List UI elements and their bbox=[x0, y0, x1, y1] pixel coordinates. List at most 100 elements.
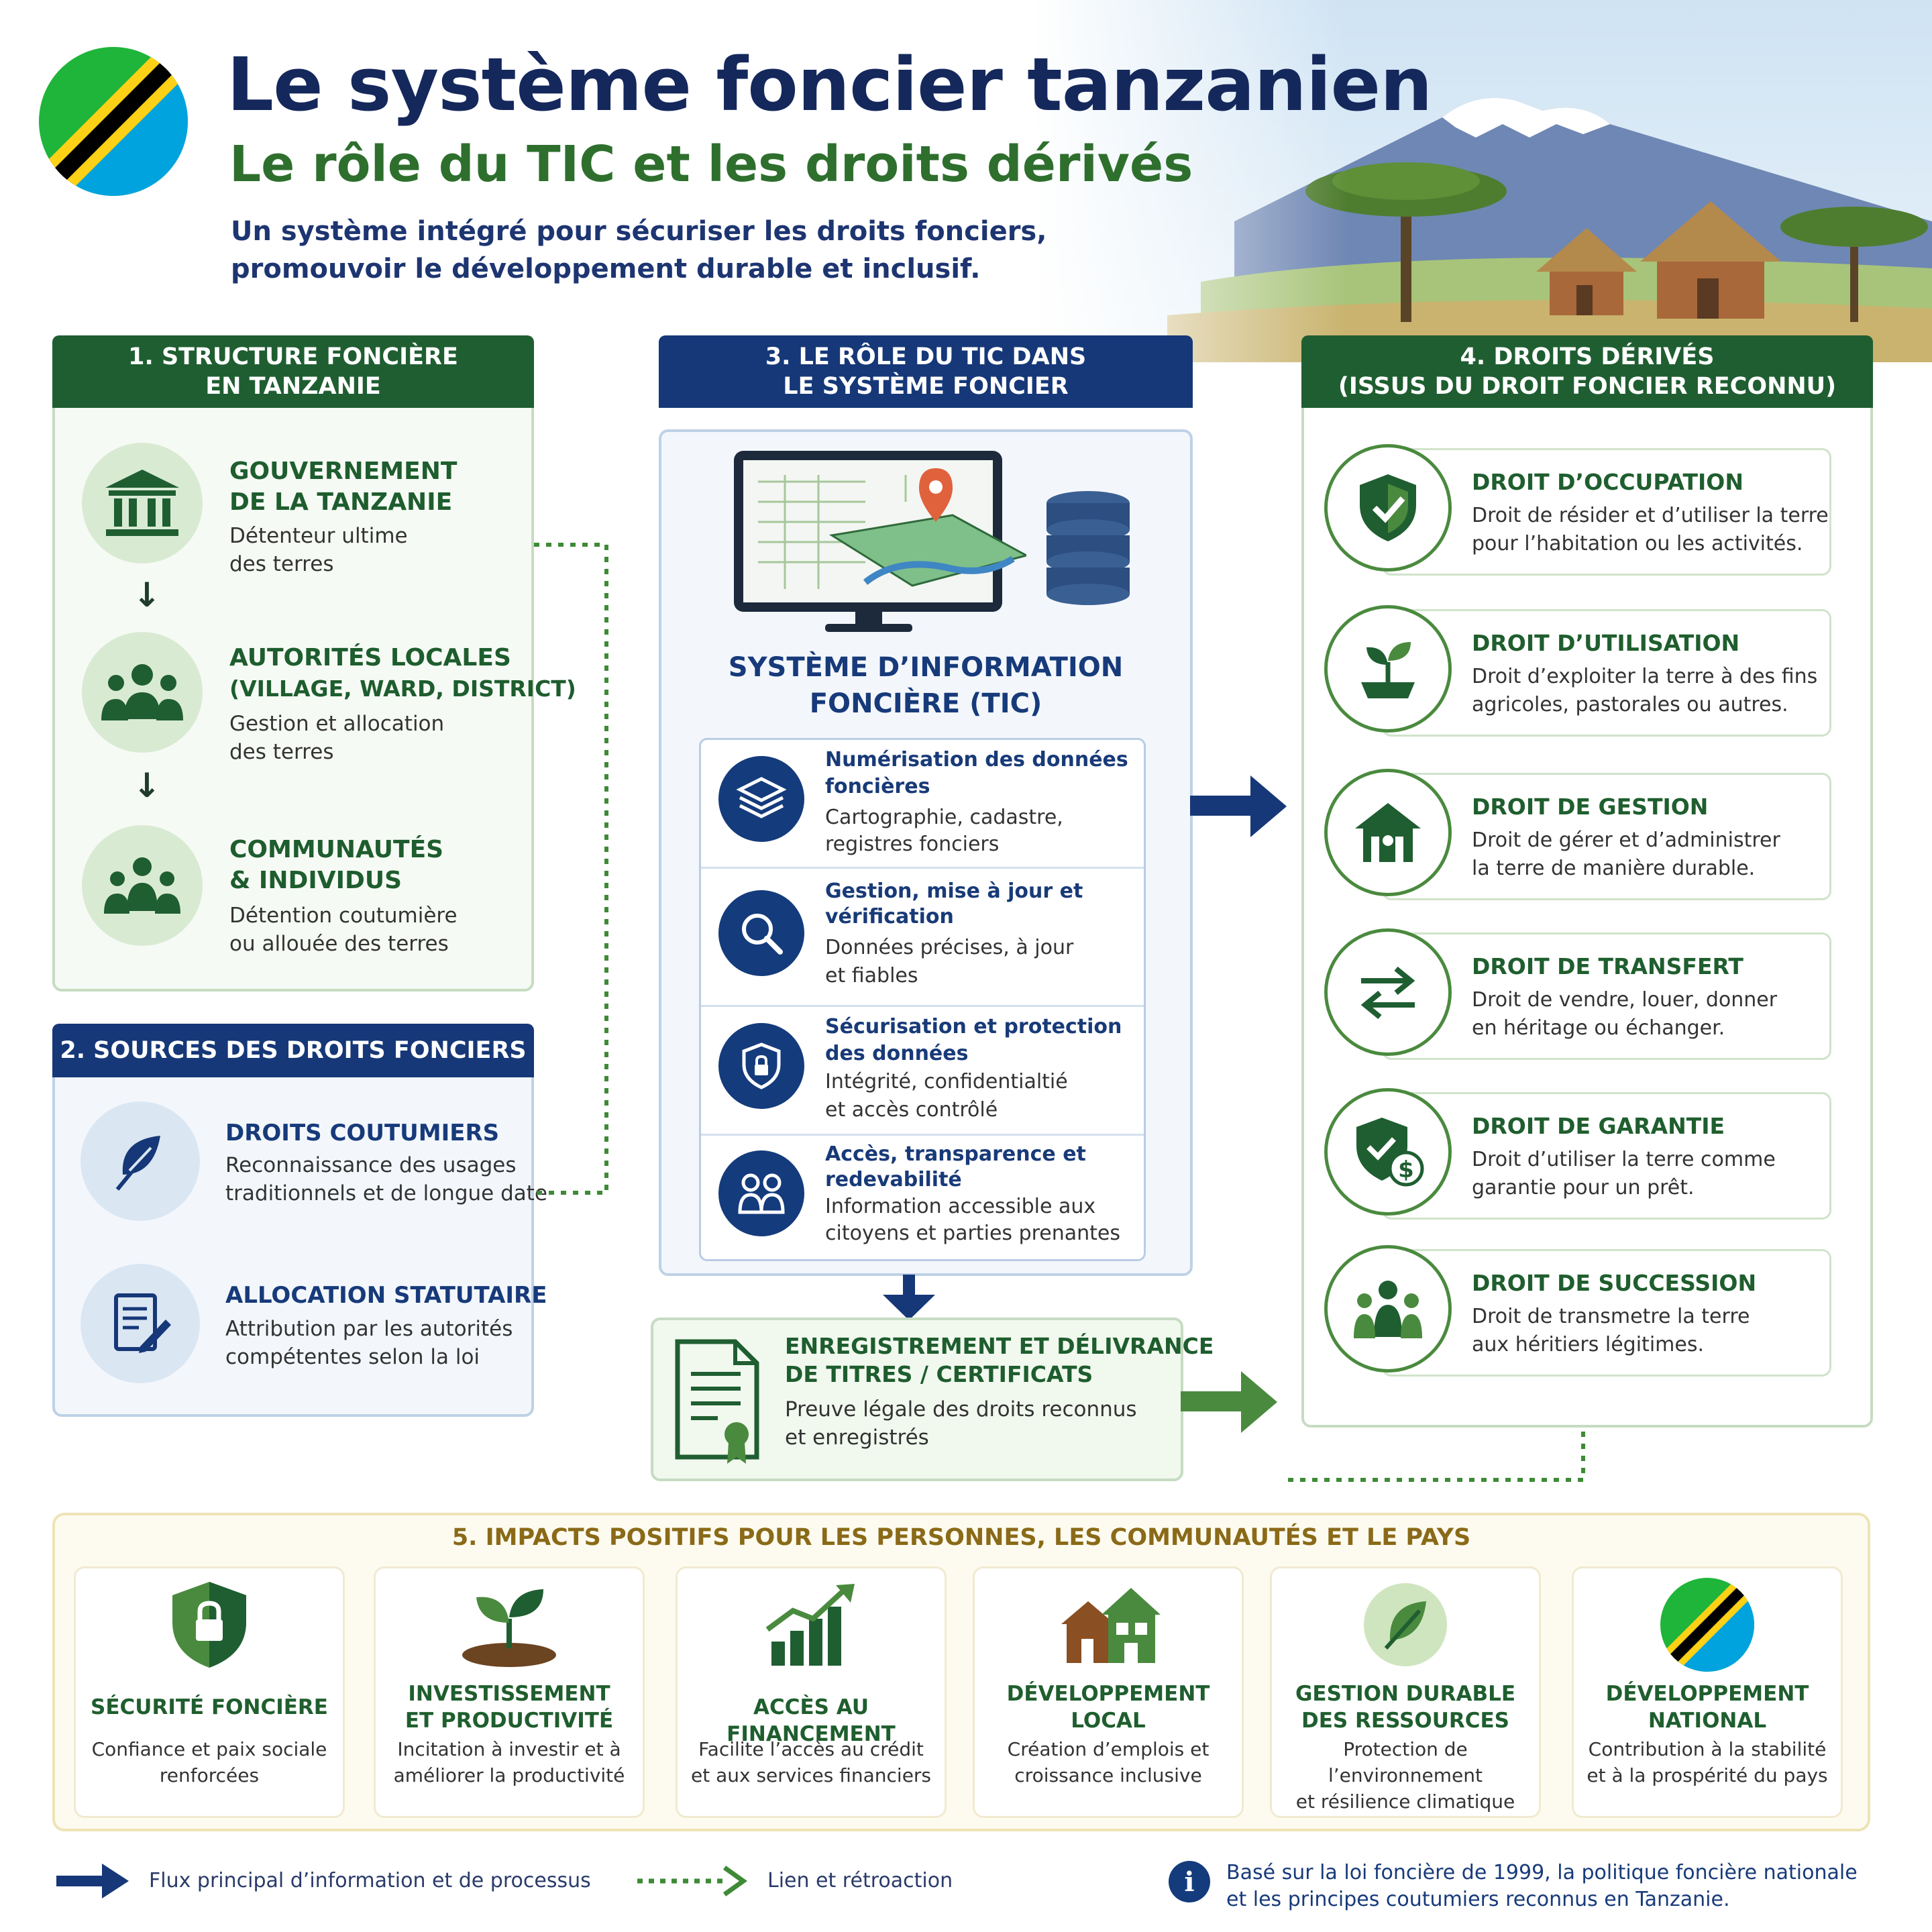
impact-body: Création d’emplois et croissance inclusiv… bbox=[973, 1736, 1244, 1788]
right-title: DROIT DE TRANSFERT bbox=[1472, 953, 1743, 979]
section-4-heading-line-1: 4. DROITS DÉRIVÉS bbox=[1460, 343, 1715, 370]
impact-body-line-1: Protection de l’environnement bbox=[1328, 1738, 1483, 1786]
structure-item-1-title-2: DE LA TANZANIE bbox=[229, 488, 453, 516]
list-item: Numérisation des données foncières Carto… bbox=[701, 740, 1144, 869]
section-1-heading: 1. STRUCTURE FONCIÈRE EN TANZANIE bbox=[52, 335, 534, 408]
tic-system-title-line-1: SYSTÈME D’INFORMATION bbox=[728, 652, 1124, 683]
growth-chart-icon bbox=[676, 1578, 947, 1672]
registration-title-2: DE TITRES / CERTIFICATS bbox=[785, 1361, 1093, 1387]
section-5-heading: 5. IMPACTS POSITIFS POUR LES PERSONNES, … bbox=[451, 1524, 1471, 1551]
impact-card bbox=[676, 1566, 947, 1818]
tic-row-2-body-1: Données précises, à jour bbox=[825, 936, 1074, 959]
list-item: Sécurisation et protection des données I… bbox=[701, 1007, 1144, 1136]
impact-body-line-1: Création d’emplois et bbox=[1007, 1738, 1210, 1760]
impact-body-line-2: et à la prospérité du pays bbox=[1587, 1764, 1828, 1786]
impact-body-line-1: Incitation à investir et à bbox=[397, 1738, 621, 1760]
tic-system-title-line-2: FONCIÈRE (TIC) bbox=[809, 688, 1042, 719]
section-4-heading-line-2: (ISSUS DU DROIT FONCIER RECONNU) bbox=[1338, 373, 1837, 400]
local-authorities-icon bbox=[82, 632, 203, 753]
right-body-1: Droit de vendre, louer, donner bbox=[1472, 988, 1778, 1012]
right-body-1: Droit d’utiliser la terre comme bbox=[1472, 1148, 1776, 1171]
impact-title-line-1: DÉVELOPPEMENT bbox=[1006, 1682, 1210, 1706]
section-2-heading: 2. SOURCES DES DROITS FONCIERS bbox=[52, 1024, 534, 1077]
transfer-arrows-icon bbox=[1324, 928, 1452, 1056]
tic-row-3-title-2: des données bbox=[825, 1042, 969, 1065]
impact-body-line-1: Confiance et paix sociale bbox=[91, 1738, 327, 1760]
government-building-icon bbox=[82, 443, 203, 564]
impact-body-line-1: Facilite l’accès au crédit bbox=[698, 1738, 924, 1760]
tanzania-flag-icon bbox=[39, 47, 188, 196]
impact-title-line-2: ET PRODUCTIVITÉ bbox=[405, 1709, 614, 1733]
right-body-2: la terre de manière durable. bbox=[1472, 857, 1756, 880]
flow-arrow-right-registration bbox=[1181, 1371, 1277, 1433]
tic-row-3-body-1: Intégrité, confidentialtié bbox=[825, 1070, 1068, 1093]
right-card bbox=[1382, 773, 1831, 900]
security-shield-icon bbox=[74, 1578, 345, 1672]
structure-item-2-title-2: (VILLAGE, WARD, DISTRICT) bbox=[229, 676, 576, 702]
impact-title: ACCÈS AU FINANCEMENT bbox=[676, 1694, 947, 1748]
communities-icon bbox=[82, 825, 203, 946]
section-4-heading: 4. DROITS DÉRIVÉS (ISSUS DU DROIT FONCIE… bbox=[1301, 335, 1873, 408]
right-title: DROIT DE GESTION bbox=[1472, 794, 1709, 820]
right-body-2: aux héritiers légitimes. bbox=[1472, 1333, 1704, 1356]
section-1-heading-line-2: EN TANZANIE bbox=[205, 373, 381, 400]
feedback-dotted-link-rights bbox=[1288, 1432, 1585, 1482]
leaf-icon bbox=[80, 1102, 200, 1221]
svg-text:$: $ bbox=[1398, 1157, 1414, 1183]
right-card bbox=[1382, 1092, 1831, 1220]
source-2-body-1: Attribution par les autorités bbox=[225, 1317, 513, 1341]
info-icon: i bbox=[1169, 1861, 1210, 1902]
impact-card bbox=[973, 1566, 1244, 1818]
shield-dollar-icon: $ bbox=[1324, 1088, 1452, 1216]
family-icon bbox=[1324, 1245, 1452, 1373]
tic-function-list: Numérisation des données foncières Carto… bbox=[699, 738, 1146, 1261]
source-2-title: ALLOCATION STATUTAIRE bbox=[225, 1282, 547, 1309]
people-icon bbox=[718, 1150, 804, 1236]
flow-arrow-right-main bbox=[1190, 775, 1287, 837]
impact-body-line-2: renforcées bbox=[159, 1764, 260, 1786]
impact-title-line-2: NATIONAL bbox=[1648, 1709, 1767, 1733]
right-body-1: Droit de gérer et d’administrer bbox=[1472, 828, 1780, 852]
certificate-icon bbox=[675, 1339, 759, 1464]
computer-map-icon bbox=[734, 451, 1026, 632]
registration-title-1: ENREGISTREMENT ET DÉLIVRANCE bbox=[785, 1333, 1214, 1359]
page-title: Le système foncier tanzanien bbox=[227, 42, 1432, 127]
leaf-circle-icon bbox=[1270, 1578, 1541, 1672]
shield-lock-icon bbox=[718, 1023, 804, 1109]
section-1-heading-line-1: 1. STRUCTURE FONCIÈRE bbox=[128, 343, 458, 370]
house-management-icon bbox=[1324, 769, 1452, 896]
structure-item-2-body-2: des terres bbox=[229, 740, 334, 764]
section-3-heading: 3. LE RÔLE DU TIC DANS LE SYSTÈME FONCIE… bbox=[659, 335, 1193, 408]
impact-body: Contribution à la stabilité et à la prosp… bbox=[1572, 1736, 1843, 1788]
legend-info-line-1: Basé sur la loi foncière de 1999, la pol… bbox=[1226, 1861, 1858, 1884]
right-body-1: Droit d’exploiter la terre à des fins bbox=[1472, 665, 1818, 688]
legend-feedback: Lien et rétroaction bbox=[767, 1869, 953, 1892]
right-body-1: Droit de résider et d’utiliser la terre bbox=[1472, 504, 1829, 527]
source-1-title: DROITS COUTUMIERS bbox=[225, 1120, 500, 1146]
structure-item-3-body-2: ou allouée des terres bbox=[229, 932, 449, 956]
right-title: DROIT DE SUCCESSION bbox=[1472, 1270, 1757, 1296]
right-card bbox=[1382, 932, 1831, 1060]
impact-body-line-2: croissance inclusive bbox=[1014, 1764, 1202, 1786]
tagline-line-1: Un système intégré pour sécuriser les dr… bbox=[231, 216, 1047, 247]
tic-row-3-title-1: Sécurisation et protection bbox=[825, 1015, 1122, 1038]
right-body-2: pour l’habitation ou les activités. bbox=[1472, 532, 1803, 555]
impact-body-line-2: et résilience climatique bbox=[1295, 1790, 1515, 1813]
right-card bbox=[1382, 448, 1831, 576]
structure-item-3-title-1: COMMUNAUTÉS bbox=[229, 836, 444, 863]
flow-arrow-down-1: ↓ bbox=[133, 576, 161, 614]
impact-body-line-1: Contribution à la stabilité bbox=[1588, 1738, 1827, 1760]
impact-title-line-1: ACCÈS AU FINANCEMENT bbox=[727, 1695, 896, 1746]
registration-body-2: et enregistrés bbox=[785, 1426, 929, 1450]
tic-row-4-title-1: Accès, transparence et bbox=[825, 1142, 1086, 1166]
right-title: DROIT DE GARANTIE bbox=[1472, 1113, 1725, 1139]
impact-title-line-2: DES RESSOURCES bbox=[1301, 1709, 1509, 1733]
landscape-illustration bbox=[1033, 0, 1932, 362]
right-body-2: agricoles, pastorales ou autres. bbox=[1472, 693, 1788, 716]
page-subtitle: Le rôle du TIC et les droits dérivés bbox=[229, 136, 1193, 193]
